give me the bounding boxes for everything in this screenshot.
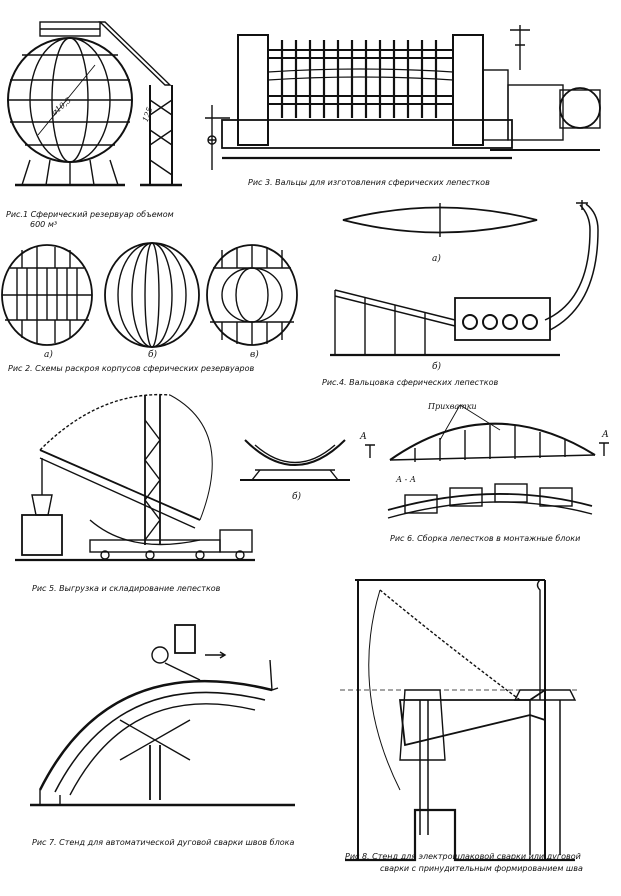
fig8-caption-line2: сварки с принудительным формированием шв… xyxy=(380,864,583,873)
fig2-label-a: а) xyxy=(44,350,53,360)
fig6-tacks-label: Прихватки xyxy=(428,402,477,411)
fig8-caption-line1: Рис 8. Стенд для электрошлаковой сварки … xyxy=(345,852,581,861)
fig3-rolling-mill xyxy=(205,25,601,170)
fig2-label-v: в) xyxy=(250,350,259,360)
fig2-caption: Рис 2. Схемы раскроя корпусов сферически… xyxy=(8,364,255,373)
fig4-caption: Рис.4. Вальцовка сферических лепестков xyxy=(322,378,499,387)
fig1-caption: Рис.1 Сферический резервуар объемом xyxy=(6,210,174,219)
fig3-caption: Рис 3. Вальцы для изготовления сферическ… xyxy=(248,178,490,187)
fig5-caption: Рис 5. Выгрузка и складирование лепестко… xyxy=(32,584,221,593)
fig1-spherical-tank xyxy=(7,21,182,187)
fig6-section-a-left: А xyxy=(360,432,367,442)
fig5-unloading-crane xyxy=(15,393,255,562)
fig1-volume: 600 м³ xyxy=(30,220,58,229)
fig7-welding-stand xyxy=(30,624,295,807)
fig7-caption: Рис 7. Стенд для автоматической дуговой … xyxy=(32,838,295,847)
fig4-petal-rolling xyxy=(330,200,599,357)
fig2-label-b: б) xyxy=(148,350,158,360)
fig6-caption: Рис 6. Сборка лепестков в монтажные блок… xyxy=(390,534,581,543)
fig4-label-b: б) xyxy=(432,362,442,372)
fig5b-cradle xyxy=(240,439,350,481)
fig4-label-a: а) xyxy=(432,254,441,264)
fig6-block-assembly xyxy=(365,404,609,519)
fig8-electroslag-stand xyxy=(340,579,580,862)
fig2-cutting-schemes xyxy=(1,242,298,348)
fig5-label-b: б) xyxy=(292,492,302,502)
fig6-section-label: А - А xyxy=(396,475,416,484)
fig6-section-a-right: А xyxy=(602,430,609,440)
